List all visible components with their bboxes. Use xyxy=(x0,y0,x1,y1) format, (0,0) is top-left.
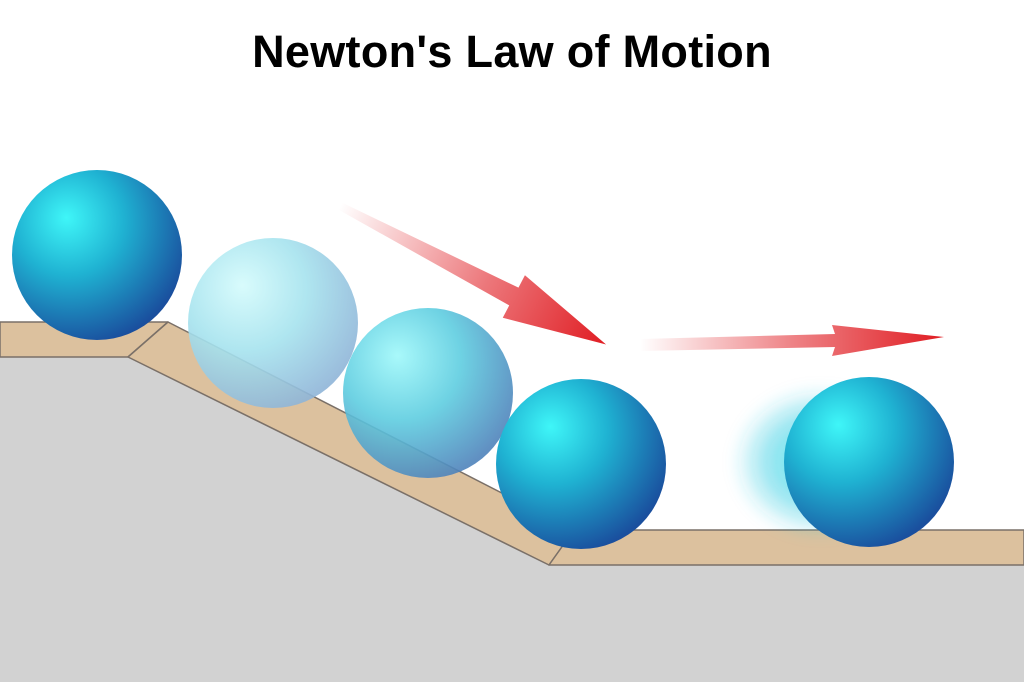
ball-rolling xyxy=(784,377,954,547)
ball-bottom-of-slope xyxy=(496,379,666,549)
ball-at-rest xyxy=(12,170,182,340)
slope-motion-arrow xyxy=(338,202,607,345)
ground xyxy=(0,357,1024,682)
ball-ghost-2 xyxy=(343,308,513,478)
ball-ghost-1 xyxy=(188,238,358,408)
diagram-title: Newton's Law of Motion xyxy=(252,26,772,77)
horizontal-motion-arrow xyxy=(640,325,944,356)
